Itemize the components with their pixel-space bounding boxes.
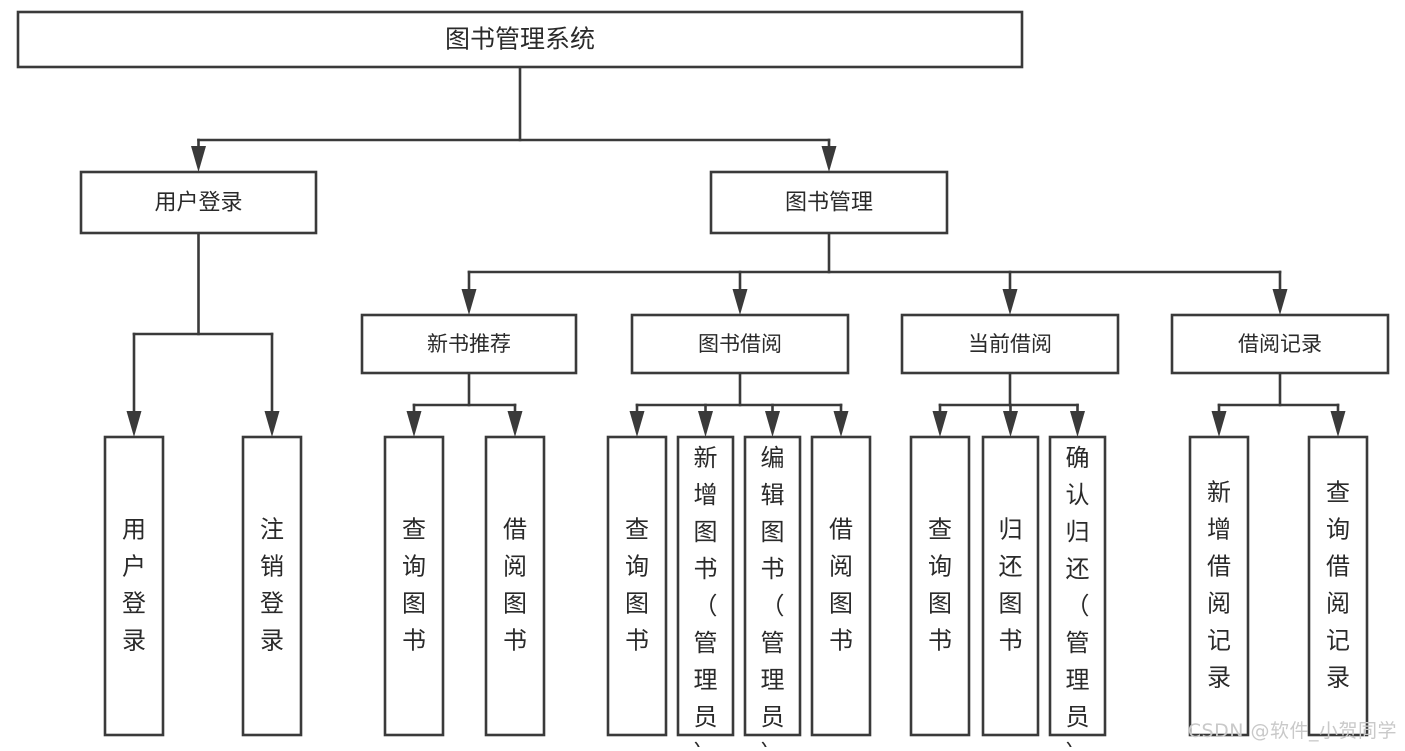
user-login-to-leaf-logout-login-arrowhead: [264, 411, 280, 437]
new-book-recommend-to-leaf-query-book-rec-arrowhead: [406, 411, 422, 437]
leaf-box-leaf-query-book-current[interactable]: [909, 435, 971, 737]
leaf-label-leaf-logout-login: 注销登录: [260, 516, 284, 655]
leaf-label-leaf-confirm-return: 确认归还（管理员）: [1066, 444, 1090, 747]
borrow-record-to-leaf-query-record-arrowhead: [1330, 411, 1346, 437]
node-label-book-manage: 图书管理: [785, 191, 873, 216]
book-borrow-to-leaf-add-book-arrowhead: [698, 411, 713, 437]
node-label-root: 图书管理系统: [445, 25, 595, 54]
node-box-current-borrow[interactable]: [900, 313, 1120, 375]
leaf-box-leaf-query-book-borrow[interactable]: [606, 435, 668, 737]
root-to-book-manage-arrowhead: [821, 146, 837, 172]
node-label-borrow-record: 借阅记录: [1238, 332, 1322, 356]
node-box-root[interactable]: [16, 10, 1024, 69]
current-borrow-to-leaf-return-book-arrowhead: [1003, 411, 1018, 437]
leaf-label-leaf-query-book-rec: 查询图书: [402, 516, 426, 655]
leaf-box-leaf-confirm-return[interactable]: [1048, 435, 1107, 737]
node-box-book-manage[interactable]: [709, 170, 949, 235]
nodes-layer: 图书管理系统用户登录图书管理新书推荐图书借阅当前借阅借阅记录用户登录注销登录查询…: [16, 10, 1390, 751]
node-box-book-borrow[interactable]: [630, 313, 850, 375]
leaf-box-leaf-add-book[interactable]: [676, 435, 735, 737]
leaf-label-leaf-return-book: 归还图书: [999, 516, 1023, 655]
node-box-borrow-record[interactable]: [1170, 313, 1390, 375]
book-borrow-to-leaf-borrow-book-arrowhead: [833, 411, 849, 437]
leaf-label-leaf-edit-book: 编辑图书（管理员）: [761, 444, 785, 747]
leaf-label-leaf-add-record: 新增借阅记录: [1207, 479, 1231, 692]
leaf-box-leaf-borrow-book[interactable]: [810, 435, 872, 737]
node-box-new-book-recommend[interactable]: [360, 313, 578, 375]
leaf-label-leaf-query-record: 查询借阅记录: [1326, 479, 1350, 692]
leaf-label-leaf-add-book: 新增图书（管理员）: [694, 444, 718, 747]
book-manage-to-book-borrow-arrowhead: [732, 289, 748, 315]
node-box-user-login[interactable]: [79, 170, 318, 235]
leaf-label-leaf-query-book-current: 查询图书: [928, 516, 952, 655]
leaf-box-leaf-add-record[interactable]: [1188, 435, 1250, 737]
connectors-layer: [126, 65, 1346, 437]
user-login-to-leaf-user-login-arrowhead: [126, 411, 142, 437]
node-label-book-borrow: 图书借阅: [698, 332, 782, 356]
leaf-label-leaf-borrow-book: 借阅图书: [829, 516, 853, 655]
leaf-label-leaf-borrow-book-rec: 借阅图书: [503, 516, 527, 655]
current-borrow-to-leaf-confirm-return-arrowhead: [1070, 411, 1085, 437]
leaf-box-leaf-query-record[interactable]: [1307, 435, 1369, 737]
new-book-recommend-to-leaf-borrow-book-rec-arrowhead: [507, 411, 523, 437]
node-label-user-login: 用户登录: [154, 191, 242, 216]
current-borrow-to-leaf-query-book-current-arrowhead: [932, 411, 948, 437]
leaf-box-leaf-borrow-book-rec[interactable]: [484, 435, 546, 737]
leaf-label-leaf-user-login: 用户登录: [122, 516, 146, 655]
book-manage-to-new-book-recommend-arrowhead: [461, 289, 477, 315]
leaf-box-leaf-logout-login[interactable]: [241, 435, 303, 737]
leaf-box-leaf-edit-book[interactable]: [743, 435, 802, 737]
node-label-new-book-recommend: 新书推荐: [427, 332, 511, 356]
leaf-box-leaf-return-book[interactable]: [981, 435, 1040, 737]
leaf-box-leaf-user-login[interactable]: [103, 435, 165, 737]
leaf-box-leaf-query-book-rec[interactable]: [383, 435, 445, 737]
node-label-current-borrow: 当前借阅: [968, 332, 1052, 356]
book-manage-to-borrow-record-arrowhead: [1272, 289, 1288, 315]
leaf-label-leaf-query-book-borrow: 查询图书: [625, 516, 649, 655]
root-to-user-login-arrowhead: [191, 146, 206, 172]
book-manage-to-current-borrow-arrowhead: [1002, 289, 1018, 315]
borrow-record-to-leaf-add-record-arrowhead: [1211, 411, 1227, 437]
book-borrow-to-leaf-query-book-borrow-arrowhead: [629, 411, 645, 437]
book-borrow-to-leaf-edit-book-arrowhead: [765, 411, 780, 437]
